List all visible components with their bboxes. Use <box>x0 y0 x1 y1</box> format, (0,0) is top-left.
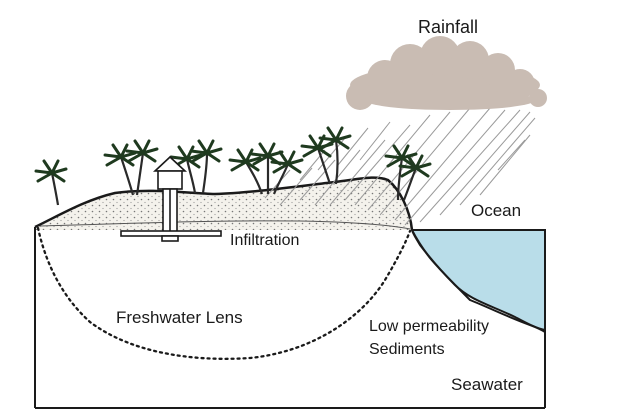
seawater-label: Seawater <box>451 375 523 394</box>
infiltration-label: Infiltration <box>230 232 300 249</box>
ocean-label: Ocean <box>471 201 522 220</box>
palm-tree-icon <box>384 144 432 201</box>
palm-tree-icon <box>228 142 304 195</box>
cross-section-box <box>34 227 546 409</box>
freshwater-lens-label: Freshwater Lens <box>116 308 243 327</box>
water-table-line <box>39 220 411 230</box>
island-outline <box>34 176 414 231</box>
seafloor-line <box>411 229 546 333</box>
low-permeability-line1: Low permeability <box>369 318 490 335</box>
freshwater-lens-boundary <box>36 226 412 360</box>
palm-tree-icon <box>34 159 68 206</box>
low-permeability-line2: Sediments <box>369 341 445 358</box>
rain-cloud-icon <box>346 36 547 110</box>
palm-tree-icon <box>169 139 223 194</box>
rainfall-label: Rainfall <box>418 17 479 37</box>
palm-tree-icon <box>300 126 352 185</box>
well-house-icon <box>120 155 222 242</box>
palm-tree-icon <box>103 139 159 196</box>
low-permeability-sediments-label: Low permeability Sediments <box>369 315 489 361</box>
